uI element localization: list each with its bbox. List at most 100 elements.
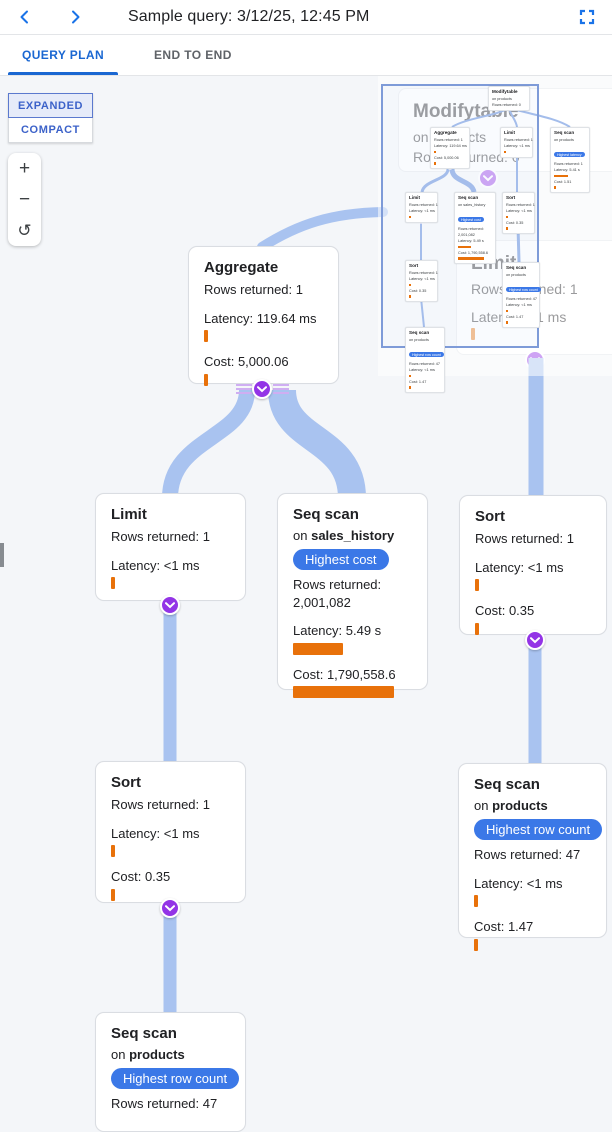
latency: Latency: <1 ms: [475, 559, 564, 575]
minimap-title: Limit: [409, 195, 420, 200]
minimap-text: 2,001,082: [458, 233, 475, 238]
plan-node-seq-scan-products-bottom[interactable]: Seq scan on products Highest row count R…: [95, 1012, 246, 1132]
latency-bar: [204, 330, 208, 343]
previous-sample-button[interactable]: [8, 0, 42, 34]
minimap-text: Latency: 119.64 ms: [434, 143, 467, 148]
minimap-bar: [506, 227, 508, 230]
on-prefix: on: [111, 1047, 126, 1062]
minimap-text: Cost: 1.47: [506, 314, 524, 319]
minimap-bar: [554, 186, 556, 189]
minimap-text: Rows returned: 1: [409, 270, 438, 275]
collapse-chevron-icon[interactable]: [160, 898, 180, 918]
rows-returned: Rows returned: 1: [111, 529, 210, 544]
minimap-text: Rows returned: 1: [409, 202, 438, 207]
minimap-bar: [409, 374, 411, 378]
chevron-right-icon: [72, 10, 80, 24]
collapse-chevron-icon[interactable]: [525, 630, 545, 650]
plan-node-seq-scan-products-right[interactable]: Seq scan on products Highest row count R…: [458, 763, 607, 951]
minimap-title: Seq scan: [506, 265, 527, 270]
node-title: Sort: [475, 508, 505, 525]
minimap-title: Seq scan: [458, 195, 479, 200]
minimap-text: Rows returned: 1: [504, 137, 533, 142]
highest-cost-badge: Highest cost: [293, 549, 389, 570]
minimap-text: Latency: <1 ms: [409, 368, 435, 373]
latency-bar: [293, 642, 343, 655]
minimap-badge: Highest latency: [554, 152, 585, 158]
minimap-title: Seq scan: [409, 330, 430, 335]
minimap-bar: [458, 257, 484, 260]
node-title: Sort: [111, 774, 141, 791]
rows-returned: Rows returned: 1: [475, 531, 574, 546]
minimap-text: Latency: <1 ms: [409, 276, 435, 281]
minimap-text: on sales_history: [458, 202, 486, 207]
cost: Cost: 1.47: [474, 919, 534, 935]
minimap-text: on products: [554, 137, 574, 142]
minimap-text: Latency: <1 ms: [506, 208, 532, 213]
table-name: products: [129, 1047, 185, 1062]
cost: Cost: 1,790,558.6: [293, 666, 396, 682]
minimap-badge: Highest row count: [409, 352, 444, 358]
edge-aggregate-seqscan: [268, 388, 366, 499]
minimap-text: Rows returned: 47: [409, 361, 441, 366]
plan-node-sort-left[interactable]: Sort Rows returned: 1 Latency: <1 ms Cos…: [95, 761, 246, 903]
vertical-scrollbar-thumb[interactable]: [0, 543, 4, 567]
minimap-bar: [409, 386, 411, 389]
minimap-title: Limit: [504, 130, 515, 135]
next-sample-button[interactable]: [58, 0, 92, 34]
rows-returned: Rows returned: 47: [474, 847, 581, 862]
minimap-text: Cost: 0.35: [409, 288, 427, 293]
minimap-bar: [504, 150, 506, 154]
minimap-text: Cost: 5,000.06: [434, 155, 459, 160]
cost-bar: [474, 938, 478, 951]
zoom-out-button[interactable]: −: [18, 188, 31, 210]
rows-returned: Rows returned: 47: [111, 1096, 218, 1111]
tab-query-plan[interactable]: QUERY PLAN: [8, 35, 119, 75]
latency-bar: [474, 895, 478, 908]
highest-row-count-badge: Highest row count: [111, 1068, 240, 1089]
zoom-in-button[interactable]: +: [18, 157, 31, 179]
minimap-bar: [409, 283, 411, 287]
minimap-title: Aggregate: [434, 130, 457, 135]
minimap-text: Rows returned:: [458, 226, 484, 231]
minimap-bar: [434, 150, 436, 154]
collapse-chevron-icon[interactable]: [252, 379, 272, 399]
node-title: Seq scan: [474, 776, 540, 793]
minimap-text: Latency: 5.41 s: [554, 168, 580, 173]
minimap-badge: Highest cost: [458, 217, 484, 223]
plan-node-aggregate[interactable]: Aggregate Rows returned: 1 Latency: 119.…: [188, 246, 339, 386]
fullscreen-button[interactable]: [570, 0, 604, 34]
cost: Cost: 0.35: [475, 603, 535, 619]
minimap-text: Latency: <1 ms: [506, 303, 532, 308]
cost-bar: [204, 373, 208, 386]
collapse-chevron-icon[interactable]: [160, 595, 180, 615]
minimap-text: Latency: <1 ms: [504, 143, 530, 148]
layout-mode-toggle: EXPANDED COMPACT: [8, 93, 93, 143]
plan-node-limit[interactable]: Limit Rows returned: 1 Latency: <1 ms: [95, 493, 246, 601]
minimap-text: on products: [506, 272, 526, 277]
minimap-title: Modifytable: [492, 89, 518, 94]
expanded-button[interactable]: EXPANDED: [8, 93, 93, 118]
plan-node-seq-scan-sales-history[interactable]: Seq scan on sales_history Highest cost R…: [277, 493, 428, 699]
on-prefix: on: [293, 528, 308, 543]
tab-end-to-end[interactable]: END TO END: [154, 48, 232, 62]
minimap-text: Cost: 1,790,558.6: [458, 250, 488, 255]
minimap-bar: [434, 162, 436, 165]
reset-view-button[interactable]: ↺: [17, 220, 32, 240]
minimap-title: Sort: [409, 263, 419, 268]
rows-returned: Rows returned: 2,001,082: [293, 577, 382, 610]
plan-edges: [162, 207, 544, 1016]
plan-node-sort-right[interactable]: Sort Rows returned: 1 Latency: <1 ms Cos…: [459, 495, 607, 635]
compact-button[interactable]: COMPACT: [8, 118, 93, 143]
minimap-bar: [554, 174, 568, 178]
minimap-title: Sort: [506, 195, 516, 200]
fullscreen-icon: [579, 9, 595, 25]
cost-bar: [293, 686, 394, 699]
node-table: on sales_history: [293, 528, 412, 543]
